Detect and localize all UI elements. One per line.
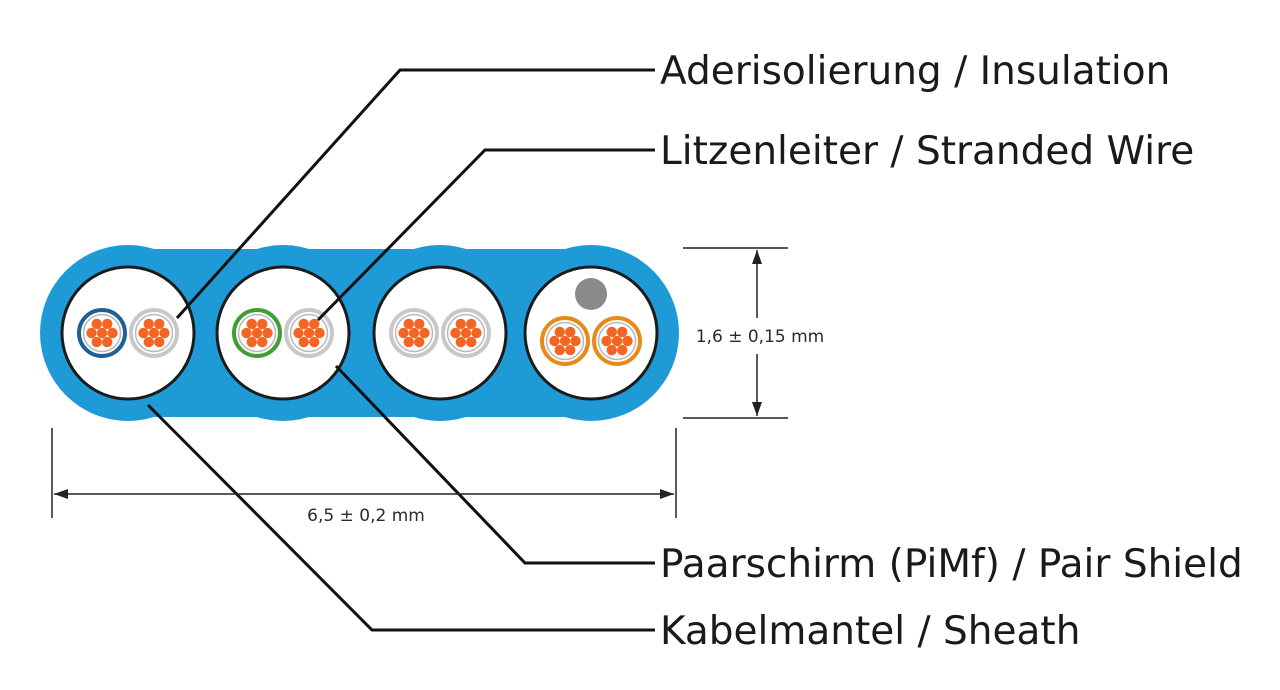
conductor-strand <box>611 335 623 347</box>
conductor-strand <box>466 318 477 330</box>
conductor-strand <box>143 318 154 330</box>
conductor-strand <box>403 336 414 348</box>
conductor-strand <box>91 318 102 330</box>
conductor-strand <box>246 336 257 348</box>
width-dimension-label: 6,5 ± 0,2 mm <box>307 506 425 526</box>
conductor-strand <box>554 344 565 356</box>
core-insulation <box>372 265 508 401</box>
conductor-strand <box>314 327 325 339</box>
conductor-strand <box>408 327 420 339</box>
leader-line-stranded-wire <box>316 148 655 322</box>
width-dimension: 6,5 ± 0,2 mm <box>51 428 677 526</box>
conductor-strand <box>554 326 565 338</box>
conductor-strand <box>565 326 576 338</box>
conductor-strand <box>91 336 102 348</box>
conductor-strand <box>154 318 165 330</box>
leader-line-sheath <box>146 403 655 632</box>
conductor-strand <box>102 318 113 330</box>
conductor-strand <box>414 336 425 348</box>
core-insulation <box>523 265 659 401</box>
conductor-strand <box>309 336 320 348</box>
conductor-strand <box>148 327 160 339</box>
height-dimension-label: 1,6 ± 0,15 mm <box>696 327 824 347</box>
core-unit-4 <box>523 265 659 401</box>
conductor-strand <box>159 327 170 339</box>
conductor-strand <box>455 336 466 348</box>
conductor-strand <box>298 318 309 330</box>
conductor-strand <box>460 327 472 339</box>
conductor-strand <box>606 344 617 356</box>
conductor-strand <box>138 327 149 339</box>
core-units <box>60 265 659 401</box>
conductor-strand <box>262 327 273 339</box>
leader-line-pair-shield <box>334 364 655 565</box>
conductor-strand <box>143 336 154 348</box>
conductor-strand <box>617 326 628 338</box>
conductor-strand <box>96 327 108 339</box>
core-unit-1 <box>60 265 196 401</box>
conductor-strand <box>403 318 414 330</box>
conductor-strand <box>102 336 113 348</box>
core-insulation <box>60 265 196 401</box>
conductor-strand <box>298 336 309 348</box>
conductor-strand <box>107 327 118 339</box>
conductor-strand <box>251 327 263 339</box>
leader-line-insulation <box>175 68 655 320</box>
conductor-strand <box>570 335 581 347</box>
label-sheath: Kabelmantel / Sheath <box>660 609 1080 654</box>
conductor-strand <box>455 318 466 330</box>
conductor-strand <box>606 326 617 338</box>
conductor-strand <box>601 335 612 347</box>
conductor-strand <box>303 327 315 339</box>
label-insulation: Aderisolierung / Insulation <box>660 49 1170 94</box>
core-unit-3 <box>372 265 508 401</box>
conductor-strand <box>565 344 576 356</box>
conductor-strand <box>471 327 482 339</box>
conductor-strand <box>154 336 165 348</box>
conductor-strand <box>309 318 320 330</box>
conductor-strand <box>293 327 304 339</box>
conductor-strand <box>549 335 560 347</box>
conductor-strand <box>419 327 430 339</box>
core-insulation <box>215 265 351 401</box>
conductor-strand <box>398 327 409 339</box>
conductor-strand <box>257 336 268 348</box>
conductor-strand <box>246 318 257 330</box>
core-unit-2 <box>215 265 351 401</box>
conductor-strand <box>450 327 461 339</box>
conductor-strand <box>559 335 571 347</box>
label-stranded-wire: Litzenleiter / Stranded Wire <box>660 129 1194 174</box>
conductor-strand <box>617 344 628 356</box>
filler-element <box>575 278 607 310</box>
conductor-strand <box>86 327 97 339</box>
conductor-strand <box>466 336 477 348</box>
label-pair-shield: Paarschirm (PiMf) / Pair Shield <box>660 542 1243 587</box>
conductor-strand <box>622 335 633 347</box>
conductor-strand <box>241 327 252 339</box>
height-dimension: 1,6 ± 0,15 mm <box>683 247 824 419</box>
conductor-strand <box>414 318 425 330</box>
conductor-strand <box>257 318 268 330</box>
